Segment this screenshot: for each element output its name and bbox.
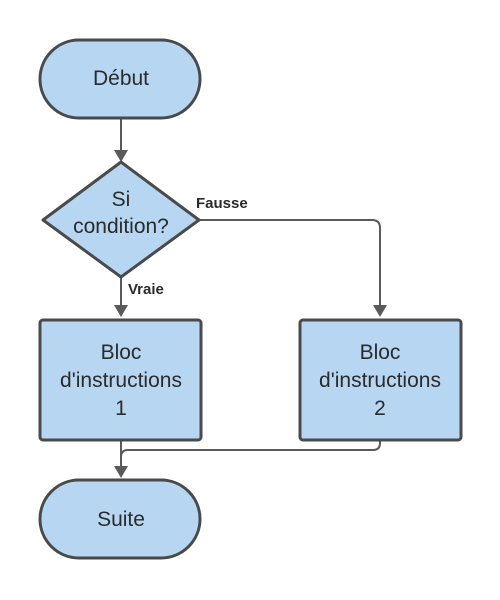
arrowhead-end (114, 466, 128, 478)
start-node: Début (38, 38, 202, 120)
block2-node-line-1: Bloc (360, 341, 401, 364)
decision-node-line-1: Si (112, 188, 131, 211)
block2-node: Bloc d'instructions 2 (298, 318, 463, 442)
decision-node-line-2: condition? (73, 215, 169, 238)
arrowhead-block1 (114, 305, 128, 317)
block1-node-line-1: Bloc (101, 341, 142, 364)
arrowhead-decision (114, 150, 128, 162)
end-node: Suite (38, 478, 202, 560)
edge-block2-merge (120, 441, 381, 458)
arrowhead-block2 (373, 305, 387, 317)
end-node-label: Suite (97, 508, 145, 531)
start-node-label: Début (93, 67, 149, 90)
block2-node-line-3: 2 (374, 397, 386, 420)
block1-node-line-2: d'instructions (60, 369, 182, 392)
edge-label-false: Fausse (196, 195, 248, 212)
edge-decision-false (198, 219, 381, 305)
block1-node-line-3: 1 (115, 397, 127, 420)
edge-label-true: Vraie (128, 281, 164, 298)
block2-node-line-2: d'instructions (319, 369, 441, 392)
decision-node: Si condition? (41, 160, 201, 279)
block1-node: Bloc d'instructions 1 (38, 318, 203, 442)
